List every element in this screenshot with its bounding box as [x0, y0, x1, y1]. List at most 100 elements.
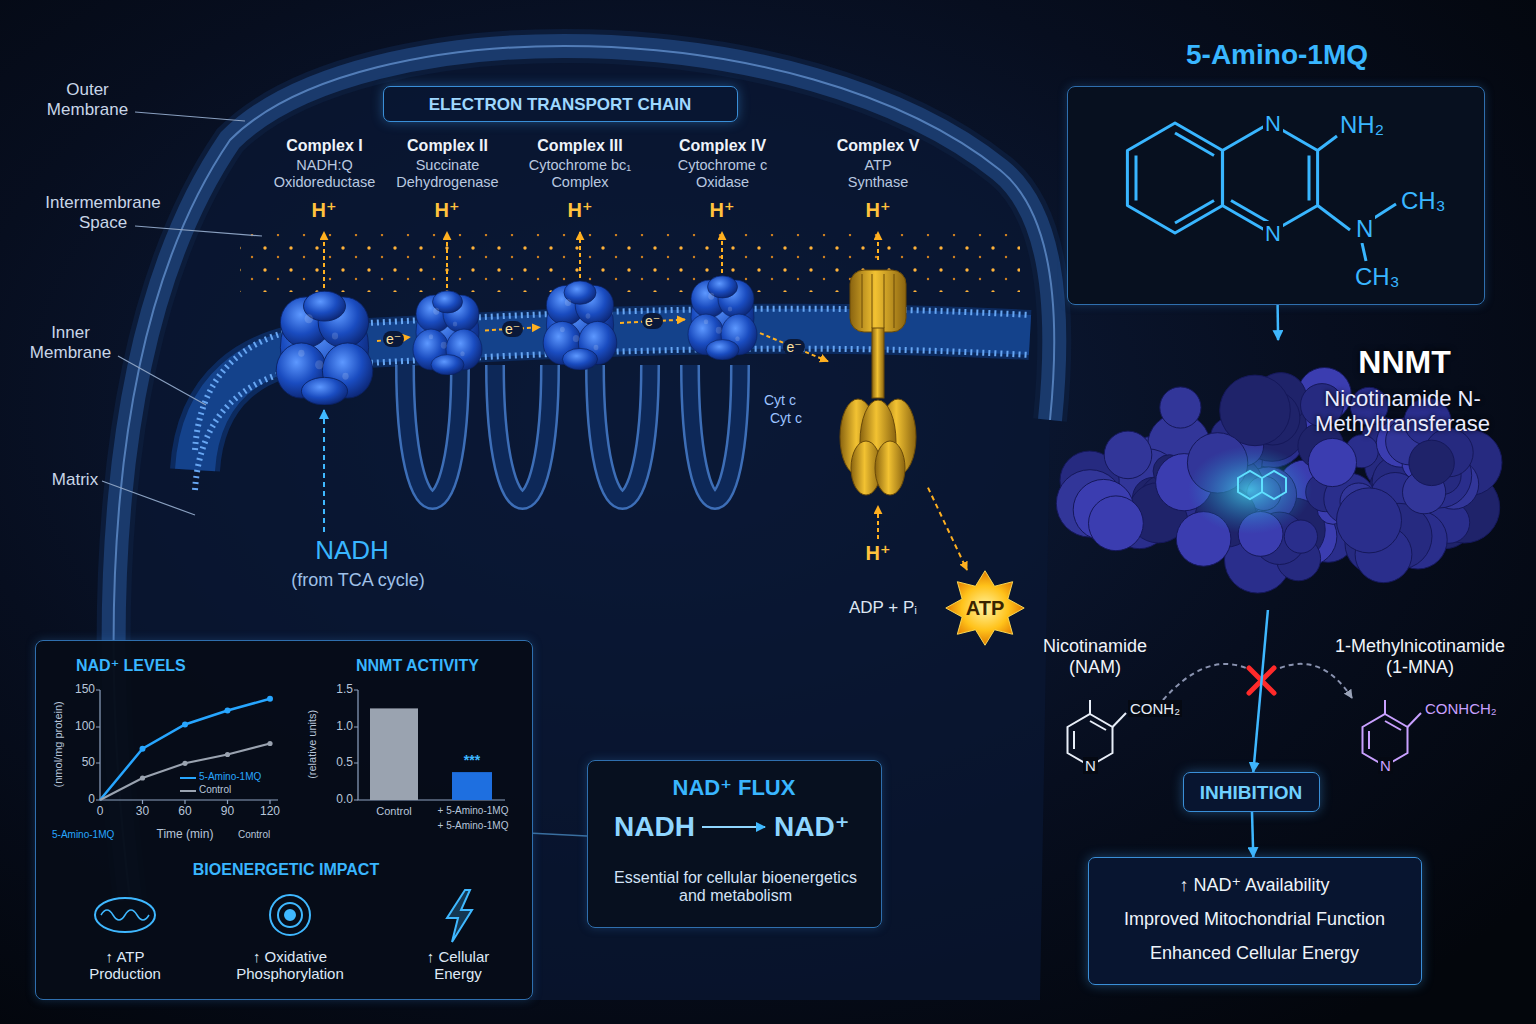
treated-line	[100, 699, 270, 800]
legend-text: 5-Amino-1MQ	[199, 771, 261, 783]
double-bond	[1385, 721, 1401, 730]
substrate-label: ADP + Pᵢ	[836, 598, 930, 618]
node-heading: Complex II	[389, 137, 507, 155]
leader-line	[102, 481, 195, 515]
enzyme-lobe	[1308, 438, 1356, 486]
node-text: Cytochrome bc₁ Complex	[521, 157, 639, 190]
compound-name: 1-Methylnicotinamide (1-MNA)	[1325, 636, 1515, 677]
impact-icons	[95, 890, 472, 942]
inhibition-box: INHIBITION	[1183, 772, 1320, 812]
node-text: Succinate Dehydrogenase	[389, 157, 507, 190]
node-text: N	[1354, 215, 1375, 243]
node-heading: Complex IV	[664, 137, 782, 155]
proton-arrow	[446, 232, 448, 288]
significance-mark: ***	[452, 752, 492, 768]
protein-highlight	[594, 345, 599, 350]
benzene-ring	[1127, 123, 1222, 233]
protein-highlight	[460, 351, 465, 356]
proton-label: H⁺	[304, 199, 344, 222]
fo-rotor	[850, 270, 906, 332]
group-label: CONHCH₂	[1423, 700, 1499, 717]
bar-label: Control	[368, 805, 420, 818]
protein-highlight	[305, 314, 313, 323]
node-text: Enhanced Cellular Energy	[1089, 943, 1420, 964]
node-text: CH₃	[1353, 263, 1401, 291]
protein-highlight	[565, 299, 571, 306]
rotor-rib	[862, 274, 863, 328]
node-text: Essential for cellular bioenergetics and…	[608, 869, 863, 906]
group-label: CONH₂	[1128, 700, 1182, 717]
point	[140, 746, 146, 752]
proton-arrows	[324, 232, 878, 539]
protein-highlight	[716, 327, 722, 334]
proton-arrow	[579, 232, 581, 278]
chart-axes	[100, 690, 278, 800]
axis-tick: 1.5	[320, 683, 353, 697]
enzyme: NNMTNicotinamide N-Methyltransferase	[1030, 340, 1530, 610]
axis-tick: 50	[62, 756, 95, 770]
protein-shape	[685, 275, 760, 360]
complex-ii: Complex IISuccinate Dehydrogenase	[410, 290, 485, 375]
protein-highlight	[441, 342, 447, 349]
node-text: NADH:Q Oxidoreductase	[266, 157, 384, 190]
node-heading: NAD⁺ FLUX	[588, 775, 880, 800]
protein-highlight	[573, 335, 579, 342]
source-note: (from TCA cycle)	[278, 570, 438, 591]
electron-label: e⁻	[383, 331, 404, 347]
protein-highlight	[332, 333, 338, 340]
node-text: NNMT ACTIVITY	[356, 657, 479, 675]
mitochondrion-icon	[101, 910, 149, 920]
protein-lobe	[301, 377, 347, 405]
point	[267, 741, 272, 746]
node-text: ATP Synthase	[836, 157, 920, 190]
region-label: Outer Membrane	[35, 80, 140, 119]
impact-label: ↑ Cellular Energy	[408, 948, 508, 983]
reaction-arc	[1163, 664, 1246, 700]
connector	[928, 488, 967, 570]
axis-title: Time (min)	[150, 828, 220, 842]
point	[182, 722, 188, 728]
electron-label: e⁻	[783, 339, 804, 355]
node-text: NH₂	[1338, 111, 1386, 139]
node-text: CH₃	[1399, 187, 1447, 215]
series-note: Control	[238, 829, 270, 841]
outer-membrane-edge	[114, 46, 1055, 900]
double-bond	[1135, 156, 1138, 201]
complex-iv: Complex IVCytochrome c Oxidase	[685, 275, 760, 360]
bar-label: + 5-Amino-1MQ	[432, 805, 514, 817]
point	[182, 761, 187, 766]
crista	[405, 365, 460, 500]
double-bond	[1073, 731, 1075, 749]
node-text: N	[1263, 221, 1283, 246]
protein-shape	[410, 290, 485, 375]
double-bond	[1175, 133, 1214, 156]
node-text: Nicotinamide N-Methyltransferase	[1280, 386, 1525, 437]
protein-highlight	[433, 308, 439, 315]
pyrazine-ring	[1222, 123, 1317, 233]
cristae	[405, 365, 740, 500]
bond	[1362, 243, 1366, 261]
node-heading: ELECTRON TRANSPORT CHAIN	[384, 95, 736, 115]
atp-synthase: Complex VATP Synthase	[828, 262, 928, 502]
bar-label: + 5-Amino-1MQ	[432, 820, 514, 832]
flux-box: NAD⁺ FLUXNADHNAD⁺Essential for cellular …	[587, 760, 882, 928]
rotor-rib	[872, 274, 873, 328]
proton-arrow	[323, 232, 325, 288]
flux-arrow	[702, 826, 765, 828]
bond	[1318, 206, 1350, 231]
leader-line	[135, 226, 262, 236]
enzyme-lobe	[1104, 431, 1152, 479]
region-label: Matrix	[40, 470, 110, 490]
nnmt-chart	[354, 690, 505, 800]
molecule-box-fill	[1067, 86, 1485, 305]
axis-tick: 90	[213, 805, 243, 819]
carrier-label: Cyt c	[770, 410, 802, 426]
point	[140, 775, 145, 780]
rotor-rib	[894, 274, 895, 328]
proton-label: H⁺	[702, 199, 742, 222]
star-burst	[946, 571, 1024, 645]
proton-label: H⁺	[427, 199, 467, 222]
control-line	[100, 744, 270, 801]
protein-shape	[272, 290, 377, 405]
